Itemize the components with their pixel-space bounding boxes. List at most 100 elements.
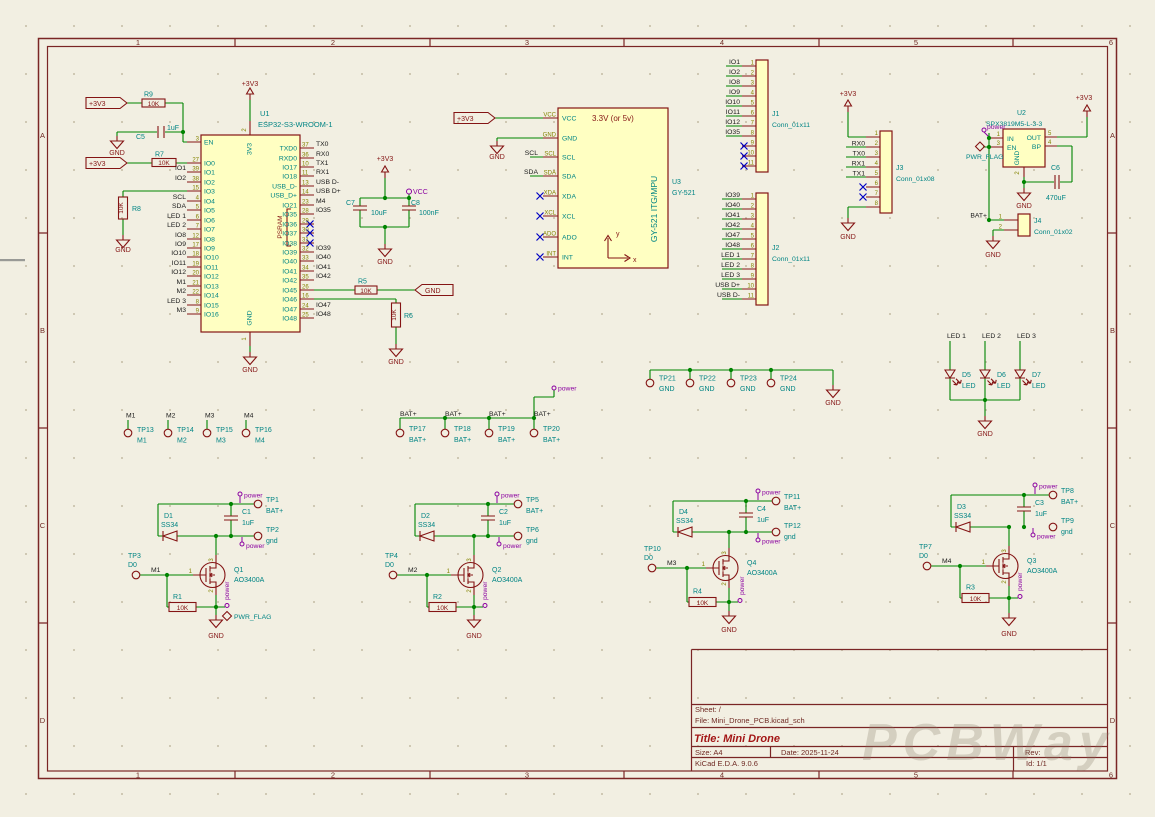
pin-number: 2 [722, 582, 728, 586]
net-label: SDA [172, 203, 186, 210]
pin-name: USB_D+ [270, 193, 297, 200]
j2-connector[interactable] [755, 192, 769, 306]
pin-number: 16 [302, 294, 309, 300]
flag-label: PWR_FLAG [966, 154, 1003, 161]
pin-number: 19 [192, 262, 199, 268]
sym-text: 3.3V (or 5v) [592, 114, 634, 123]
pin-name: IO38 [282, 241, 297, 248]
global-label: +3V3 [89, 101, 106, 108]
tp-ref: TP14 [177, 427, 194, 434]
net-label: IO41 [725, 212, 740, 219]
testpoints[interactable] [123, 378, 1058, 580]
vcc-port-circle [406, 188, 412, 195]
grid-col: 2 [331, 771, 335, 780]
grid-col: 4 [720, 38, 724, 47]
decoupling-group[interactable] [353, 165, 454, 358]
u2-regulator-symbol[interactable] [974, 104, 1092, 202]
net-label: TX1 [853, 171, 866, 178]
power-label: GND [489, 154, 505, 161]
net-label: RX0 [316, 151, 329, 158]
pin-name: IO13 [204, 284, 219, 291]
net-label: USB D- [316, 179, 339, 186]
grid-col: 5 [914, 38, 918, 47]
c7-capacitor [353, 205, 367, 211]
pin-number: 30 [302, 228, 309, 234]
pin-name: IN [1007, 136, 1014, 143]
tp-ref: TP3 [128, 553, 141, 560]
pin-name: IO18 [282, 174, 297, 181]
pin-number: 7 [196, 224, 200, 230]
motor-block-1[interactable] [161, 515, 238, 629]
power-3v3-symbol [245, 87, 255, 101]
res-value: 10K [118, 202, 125, 214]
pin-number: 8 [875, 201, 879, 207]
led-array[interactable] [944, 369, 1032, 430]
c6-capacitor [1054, 175, 1060, 189]
cap-value: 100nF [419, 210, 439, 217]
tp-ref: TP6 [526, 527, 539, 534]
pin-number: 7 [751, 121, 755, 127]
net-label: LED 3 [1017, 333, 1036, 340]
pin-name: BP [1032, 144, 1042, 151]
pin-number: 12 [192, 234, 199, 240]
motor-block-2[interactable] [418, 515, 495, 629]
grid-col: 6 [1109, 771, 1113, 780]
net-label: IO47 [725, 232, 740, 239]
j4-connector[interactable] [985, 213, 1031, 250]
pin-name: IO7 [204, 227, 215, 234]
tp-value: GND [659, 386, 675, 393]
pin-number: 27 [192, 158, 199, 164]
res-value: 10K [148, 101, 160, 108]
grid-row: C [40, 521, 46, 530]
u1-esp32-symbol[interactable] [200, 87, 301, 366]
tp-gnd-group[interactable] [825, 384, 841, 399]
motor-block-3[interactable] [676, 512, 753, 625]
diode-ref: D2 [421, 513, 430, 520]
pin-name: IO8 [204, 237, 215, 244]
cap-ref: C5 [136, 134, 145, 141]
power-label: +3V3 [242, 81, 259, 88]
net-label: IO12 [171, 269, 186, 276]
net-label: LED 2 [721, 262, 740, 269]
tp-value: D0 [919, 553, 928, 560]
pin-number: 9 [751, 274, 755, 280]
ref: Q2 [492, 567, 501, 574]
pin-number: 7 [875, 191, 879, 197]
motor-block-3-labels: powerTP11BAT+C41uFD4SS34TP12gndpowerTP10… [644, 490, 801, 635]
left-passives[interactable] [85, 96, 177, 249]
net-label: SCL [173, 194, 186, 201]
scrollbar-artifact [0, 259, 25, 262]
pin-number: 2 [1015, 171, 1021, 175]
pin-number: 2 [751, 204, 755, 210]
pin-number: 32 [302, 247, 309, 253]
cap-ref: C1 [242, 509, 251, 516]
pin-number: 6 [196, 215, 200, 221]
ref: D5 [962, 372, 971, 379]
tp-value: BAT+ [409, 437, 426, 444]
motor-block-4[interactable] [954, 506, 1031, 627]
pin-name: IO48 [282, 316, 297, 323]
pin-number: 2 [1002, 580, 1008, 584]
tb-file: File: Mini_Drone_PCB.kicad_sch [695, 716, 805, 725]
tp-ref: TP10 [644, 546, 661, 553]
pin-name: GND [247, 310, 254, 325]
tb-date: Date: 2025-11-24 [781, 748, 839, 757]
tb-id: Id: 1/1 [1026, 759, 1047, 768]
u3-gy521-symbol[interactable] [453, 107, 669, 269]
pin-number: 14 [302, 190, 309, 196]
net-label: LED 1 [947, 333, 966, 340]
watermark-text: PCBWay [862, 714, 1114, 772]
value: AO3400A [492, 577, 523, 584]
pin-name: IO2 [204, 180, 215, 187]
j1-connector[interactable] [755, 59, 769, 173]
tp-value: GND [699, 386, 715, 393]
pin-number: 7 [751, 254, 755, 260]
net-label: IO35 [316, 207, 331, 214]
j3-connector[interactable] [840, 99, 893, 232]
value: LED [962, 383, 976, 390]
cap-value: 1uF [1035, 511, 1047, 518]
pin-name: IO3 [204, 189, 215, 196]
